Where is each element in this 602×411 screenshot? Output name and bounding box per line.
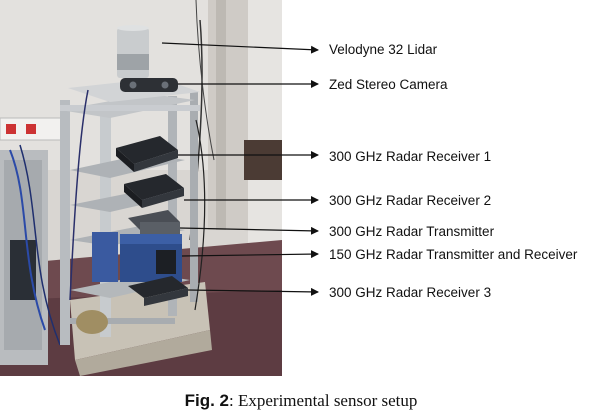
annotation-lines xyxy=(161,42,319,296)
leader-line-transmitter xyxy=(179,226,319,235)
label-150ghz-transceiver: 150 GHz Radar Transmitter and Receiver xyxy=(329,247,578,262)
leader-line-lidar xyxy=(161,42,319,54)
leader-line-receiver-3 xyxy=(187,287,319,296)
label-lidar: Velodyne 32 Lidar xyxy=(329,42,438,57)
label-zed-camera: Zed Stereo Camera xyxy=(329,77,448,92)
label-radar-transmitter: 300 GHz Radar Transmitter xyxy=(329,224,495,239)
caption-figure-number: Fig. 2 xyxy=(184,391,230,410)
label-radar-receiver-1: 300 GHz Radar Receiver 1 xyxy=(329,149,492,164)
label-radar-receiver-3: 300 GHz Radar Receiver 3 xyxy=(329,285,492,300)
caption-text: : Experimental sensor setup xyxy=(229,391,418,410)
figure-caption: Fig. 2: Experimental sensor setup xyxy=(0,391,602,411)
leader-line-150ghz xyxy=(181,250,319,259)
label-radar-receiver-2: 300 GHz Radar Receiver 2 xyxy=(329,193,492,208)
sensor-rig-photo xyxy=(0,0,282,376)
